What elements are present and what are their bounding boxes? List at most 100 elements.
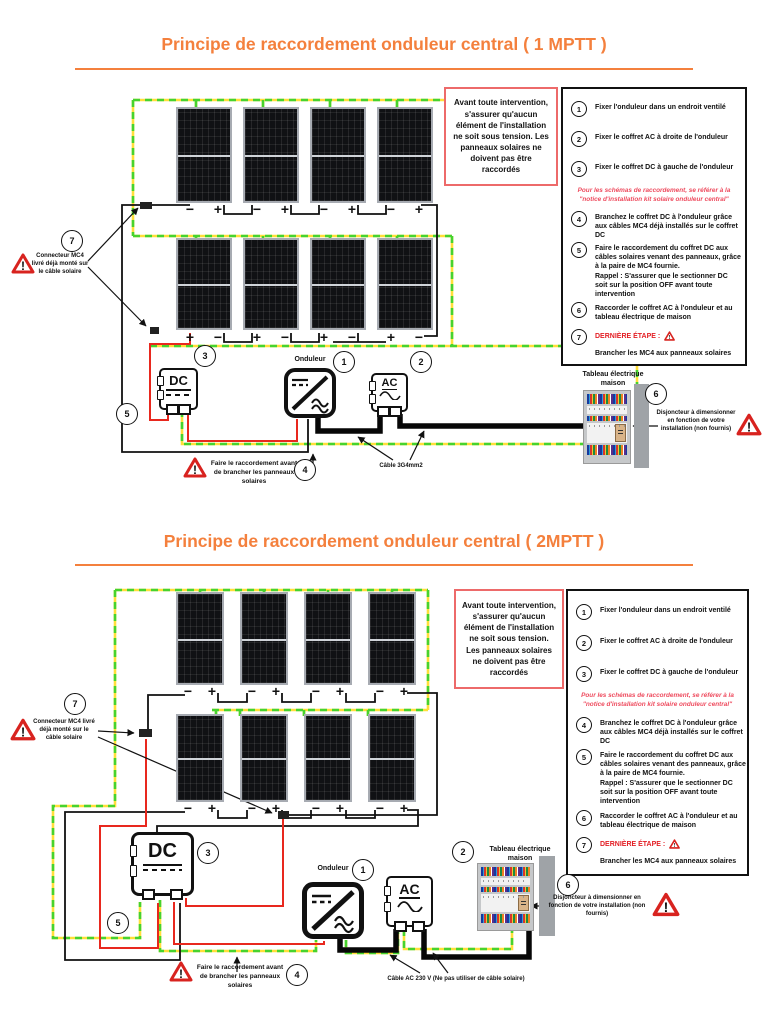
- panel-terminals: −+: [176, 683, 224, 698]
- hinge: [130, 845, 137, 857]
- mc4-label: Connecteur MC4 livré déjà monté sur le c…: [33, 719, 95, 742]
- panel-terminals: +−: [310, 329, 366, 344]
- warning-triangle-icon: !: [169, 961, 193, 982]
- step-row: 5 Faire le raccordement du coffret DC au…: [571, 242, 741, 299]
- steps-box: 1 Fixer l'onduleur dans un endroit venti…: [566, 589, 749, 876]
- dc-box: DC: [130, 832, 194, 900]
- breaker-strip: [481, 887, 530, 892]
- panel-terminals: −+: [240, 683, 288, 698]
- solar-panel: [368, 714, 416, 802]
- step-text: Fixer le coffret DC à gauche de l'ondule…: [600, 669, 739, 676]
- step-row: 3 Fixer le coffret DC à gauche de l'ondu…: [576, 666, 746, 682]
- hinge: [369, 381, 376, 391]
- step-row: 4 Branchez le coffret DC à l'onduleur gr…: [576, 717, 746, 747]
- inverter-box: [302, 882, 364, 939]
- marker-2: 2: [410, 351, 432, 373]
- minus-terminal: −: [375, 799, 385, 816]
- cable-label: Câble AC 230 V (Ne pas utiliser de câble…: [387, 976, 525, 982]
- plus-terminal: +: [399, 799, 409, 816]
- last-step-label: DERNIÈRE ÉTAPE : !: [595, 329, 731, 341]
- panel-terminals: +−: [243, 329, 299, 344]
- breaker-strip: [481, 867, 530, 876]
- step-row: 1 Fixer l'onduleur dans un endroit venti…: [576, 604, 746, 620]
- plus-terminal: +: [271, 682, 281, 699]
- ac-cable-1: [315, 414, 584, 434]
- minus-terminal: −: [185, 200, 195, 217]
- marker-3: 3: [197, 842, 219, 864]
- new-breaker: [518, 895, 529, 911]
- step-text: Fixer l'onduleur dans un endroit ventilé: [595, 104, 726, 111]
- step-number: 1: [576, 604, 592, 620]
- step-row: 1 Fixer l'onduleur dans un endroit venti…: [571, 101, 741, 117]
- solar-panel: [377, 238, 433, 330]
- warning-triangle-icon: !: [736, 413, 762, 436]
- ac-sine-icon: [396, 901, 423, 913]
- minus-terminal: −: [280, 328, 290, 345]
- cable-label-arrow: [357, 436, 394, 461]
- step-row: 6 Raccorder le coffret AC à l'onduleur e…: [571, 302, 741, 322]
- hinge: [384, 902, 391, 912]
- mc4-arrow: [87, 266, 147, 327]
- panel-terminals: +−: [176, 329, 232, 344]
- panel-side-bar: [634, 384, 649, 468]
- step-text: Branchez le coffret DC à l'onduleur grâc…: [595, 214, 738, 240]
- breaker-strip: [587, 445, 627, 455]
- steps-box: 1 Fixer l'onduleur dans un endroit venti…: [561, 87, 747, 366]
- solar-panel: [176, 107, 232, 203]
- cable-label: Câble 3G4mm2: [379, 463, 423, 469]
- step-text: Branchez le coffret DC à l'onduleur grâc…: [600, 720, 743, 746]
- plus-terminal: +: [399, 682, 409, 699]
- step-number: 3: [571, 161, 587, 177]
- minus-terminal: −: [319, 200, 329, 217]
- mc4-arrow: [97, 729, 135, 737]
- mc4-connector: [139, 729, 152, 737]
- breaker-note: Disjoncteur à dimensionner en fonction d…: [548, 895, 646, 918]
- step-number: 6: [576, 810, 592, 826]
- onduleur-label: Onduleur: [317, 865, 349, 872]
- step-text: Fixer le coffret AC à droite de l'ondule…: [600, 638, 733, 645]
- step-number: 4: [576, 717, 592, 733]
- hinge: [130, 865, 137, 877]
- breaker-strip: [587, 394, 627, 404]
- safety-warning-box: Avant toute intervention, s'assurer qu'a…: [454, 589, 564, 689]
- step-number: 2: [576, 635, 592, 651]
- solar-panel: [176, 714, 224, 802]
- solar-panel: [243, 238, 299, 330]
- cable-label-arrow: [409, 430, 425, 461]
- step-text: Brancher les MC4 aux panneaux solaires: [595, 350, 732, 357]
- inverter-symbol: [291, 375, 329, 414]
- step-text: Raccorder le coffret AC à l'onduleur et …: [595, 305, 733, 322]
- foot: [142, 889, 155, 900]
- ac-sine-icon: [378, 391, 401, 401]
- raccord-warning: Faire le raccordement avant de brancher …: [196, 964, 284, 989]
- step-row: 7 DERNIÈRE ÉTAPE : ! Brancher les MC4 au…: [571, 329, 741, 358]
- mc4-arrow: [87, 207, 139, 262]
- section1-title: Principe de raccordement onduleur centra…: [161, 34, 607, 54]
- plus-terminal: +: [280, 200, 290, 217]
- marker-1: 1: [352, 859, 374, 881]
- solar-panel: [368, 592, 416, 685]
- hinge: [384, 886, 391, 896]
- raccord-warning: Faire le raccordement avant de brancher …: [210, 460, 298, 485]
- electrical-panel: [583, 390, 631, 464]
- steps-note: Pour les schémas de raccordement, se réf…: [577, 187, 731, 204]
- ac-box: AC: [369, 373, 408, 417]
- marker-7: 7: [61, 230, 83, 252]
- minus-terminal: −: [347, 328, 357, 345]
- electrical-panel: [477, 863, 534, 931]
- mc4-connector: [278, 811, 289, 819]
- plus-terminal: +: [347, 200, 357, 217]
- step-row: 4 Branchez le coffret DC à l'onduleur gr…: [571, 211, 741, 241]
- section2-title: Principe de raccordement onduleur centra…: [163, 531, 605, 551]
- step-row: 2 Fixer le coffret AC à droite de l'ondu…: [571, 131, 741, 147]
- panel-terminals: −+: [304, 683, 352, 698]
- tableau-label: Tableau électrique maison: [489, 846, 551, 863]
- minus-terminal: −: [183, 799, 193, 816]
- solar-panel: [304, 592, 352, 685]
- svg-text:!: !: [193, 463, 197, 477]
- plus-terminal: +: [252, 328, 262, 345]
- ac-box: AC: [384, 876, 433, 932]
- breaker-note: Disjoncteur à dimensionner en fonction d…: [656, 410, 736, 433]
- warning-triangle-icon: !: [11, 253, 35, 274]
- solar-panel: [240, 714, 288, 802]
